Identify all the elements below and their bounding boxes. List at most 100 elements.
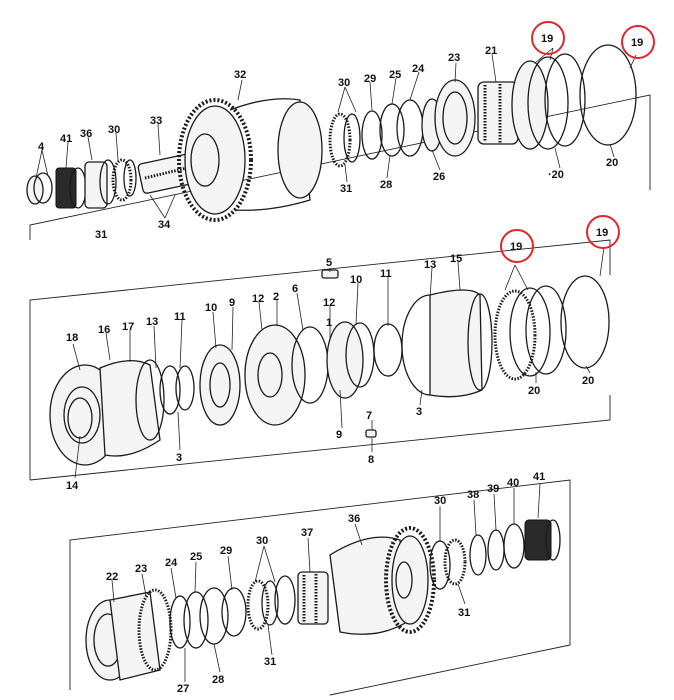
top-highlight-19b: 19 xyxy=(621,25,655,59)
label-20b: 20 xyxy=(606,157,618,169)
label-12b: 12 xyxy=(323,297,335,309)
label-30: 30 xyxy=(108,124,120,136)
label-8: 8 xyxy=(368,454,374,466)
mid-discs xyxy=(493,275,610,381)
mid-frame-top xyxy=(29,239,611,480)
label-17: 17 xyxy=(122,321,134,333)
label-11b: 11 xyxy=(380,268,392,280)
mid-plate-10 xyxy=(199,344,241,426)
label-20a: 20 xyxy=(528,385,540,397)
mid-leaders xyxy=(72,246,605,479)
label-41: 41 xyxy=(533,471,545,483)
mid-highlight-19b: 19 xyxy=(586,215,620,249)
bottom-frame xyxy=(69,479,571,690)
top-frame xyxy=(29,94,651,240)
label-31b: 31 xyxy=(340,183,352,195)
mid-left-rings xyxy=(159,365,195,415)
label-31b: 31 xyxy=(264,656,276,668)
bottom-gear-36 xyxy=(297,526,436,635)
label-21: 21 xyxy=(485,45,497,57)
label-33: 33 xyxy=(150,115,162,127)
label-36: 36 xyxy=(80,128,92,140)
bottom-assembly: 22 23 24 25 29 30 37 36 30 38 39 40 41 3… xyxy=(69,471,571,696)
middle-assembly: 18 16 17 13 11 10 9 12 2 6 5 10 11 13 15… xyxy=(29,215,620,492)
label-31: 31 xyxy=(458,607,470,619)
label-9: 9 xyxy=(229,297,235,309)
mid-housing xyxy=(49,359,165,466)
top-gear-32 xyxy=(177,98,323,222)
top-rings xyxy=(328,98,443,168)
label-30b: 30 xyxy=(338,77,350,89)
label-25: 25 xyxy=(190,551,202,563)
label-15: 15 xyxy=(450,253,462,265)
top-leaders xyxy=(35,47,637,219)
label-20b: 20 xyxy=(582,375,594,387)
label-30b: 30 xyxy=(434,495,446,507)
label-19-highlighted: 19 xyxy=(631,37,643,49)
highlight-circle xyxy=(531,21,565,55)
label-6: 6 xyxy=(292,283,298,295)
label-14: 14 xyxy=(66,480,79,492)
label-26: 26 xyxy=(433,171,445,183)
label-18: 18 xyxy=(66,332,78,344)
bottom-rings xyxy=(169,587,247,649)
label-29: 29 xyxy=(220,545,232,557)
mid-labels: 18 16 17 13 11 10 9 12 2 6 5 10 11 13 15… xyxy=(66,253,594,492)
label-2: 2 xyxy=(273,291,279,303)
top-left-bearings xyxy=(26,158,137,209)
label-25: 25 xyxy=(389,69,401,81)
highlight-circle xyxy=(621,25,655,59)
top-drum xyxy=(434,44,637,157)
label-19-highlighted: 19 xyxy=(596,227,608,239)
label-3: 3 xyxy=(176,452,182,464)
label-39: 39 xyxy=(487,483,499,495)
label-13b: 13 xyxy=(424,259,436,271)
label-30: 30 xyxy=(256,535,268,547)
bottom-drum-22 xyxy=(85,588,173,681)
top-highlight-19a: 19 xyxy=(531,21,565,55)
label-13: 13 xyxy=(146,316,158,328)
label-31: 31 xyxy=(95,229,107,241)
label-41: 41 xyxy=(60,133,72,145)
label-32: 32 xyxy=(234,69,246,81)
highlight-circle xyxy=(500,229,534,263)
mid-disc-group xyxy=(326,321,403,399)
label-12: 12 xyxy=(252,293,264,305)
mid-hub xyxy=(244,324,329,426)
label-10b: 10 xyxy=(350,274,362,286)
label-4: 4 xyxy=(38,141,45,153)
label-34: 34 xyxy=(158,219,171,231)
label-7: 7 xyxy=(366,410,372,422)
label-20a: ·20 xyxy=(548,169,564,181)
label-37: 37 xyxy=(301,527,313,539)
label-40: 40 xyxy=(507,477,519,489)
top-labels: 4 41 36 30 31 33 34 32 30 29 25 24 23 21… xyxy=(38,45,618,241)
label-16: 16 xyxy=(98,324,110,336)
label-19-highlighted: 19 xyxy=(541,33,553,45)
label-19-highlighted: 19 xyxy=(510,241,522,253)
label-28: 28 xyxy=(380,179,392,191)
label-23: 23 xyxy=(135,563,147,575)
label-38: 38 xyxy=(467,489,479,501)
label-1: 1 xyxy=(326,317,332,329)
label-23: 23 xyxy=(448,52,460,64)
bottom-labels: 22 23 24 25 29 30 37 36 30 38 39 40 41 3… xyxy=(106,471,545,695)
mid-highlight-19a: 19 xyxy=(500,229,534,263)
label-9b: 9 xyxy=(336,429,342,441)
label-11: 11 xyxy=(174,311,186,323)
mid-frame-bottom xyxy=(29,395,611,481)
bottom-leaders xyxy=(111,483,541,682)
label-36: 36 xyxy=(348,513,360,525)
label-22: 22 xyxy=(106,571,118,583)
highlight-circle xyxy=(586,215,620,249)
label-24: 24 xyxy=(412,63,425,75)
mid-drum xyxy=(401,289,493,398)
label-27: 27 xyxy=(177,683,189,695)
label-28: 28 xyxy=(212,674,224,686)
label-24: 24 xyxy=(165,557,178,569)
label-5: 5 xyxy=(326,257,332,269)
label-3b: 3 xyxy=(416,406,422,418)
label-10: 10 xyxy=(205,302,217,314)
label-29: 29 xyxy=(364,73,376,85)
